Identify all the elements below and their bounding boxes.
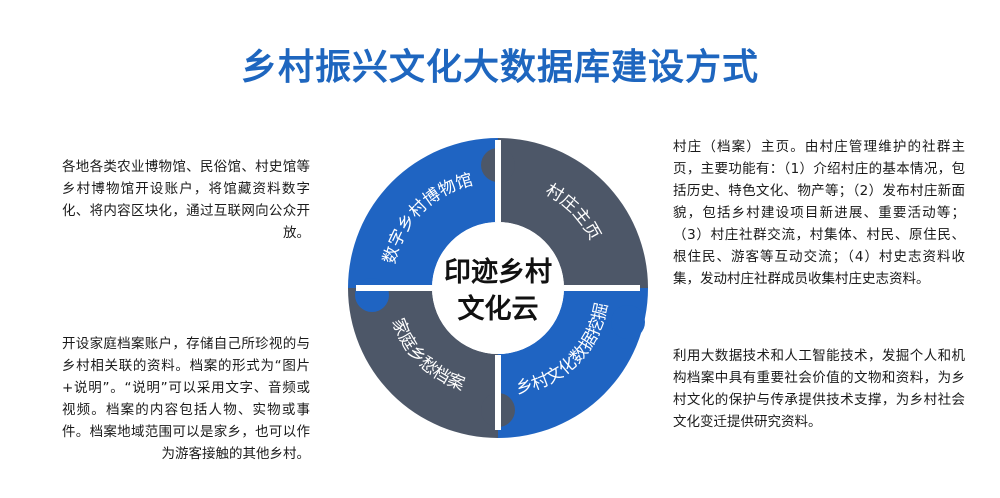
- puzzle-knob-right: [611, 305, 645, 339]
- segment-village-homepage: [498, 138, 648, 288]
- center-title-line1: 印迹乡村: [444, 257, 552, 288]
- segment-family-archive: [348, 288, 498, 438]
- puzzle-knob-left: [355, 278, 389, 312]
- center-circle: [432, 222, 564, 354]
- text-family-archive-description: 开设家庭档案账户，存储自己所珍视的与乡村相关联的资料。档案的形式为“图片+说明”…: [62, 336, 310, 462]
- center-title-line2: 文化云: [458, 293, 539, 325]
- text-data-mining-description: 利用大数据技术和人工智能技术，发掘个人和机构档案中具有重要社会价值的文物和资料，…: [673, 348, 965, 430]
- segment-digital-museum: [348, 138, 498, 288]
- page-title: 乡村振兴文化大数据库建设方式: [240, 47, 759, 88]
- segment-dividers: [356, 140, 640, 430]
- text-museum-description: 各地各类农业博物馆、民俗馆、村史馆等乡村博物馆开设账户，将馆藏资料数字化、将内容…: [62, 159, 310, 241]
- segment-data-mining: [498, 288, 648, 438]
- text-village-homepage-description: 村庄（档案）主页。由村庄管理维护的社群主页，主要功能有：（1）介绍村庄的基本情况…: [673, 139, 965, 287]
